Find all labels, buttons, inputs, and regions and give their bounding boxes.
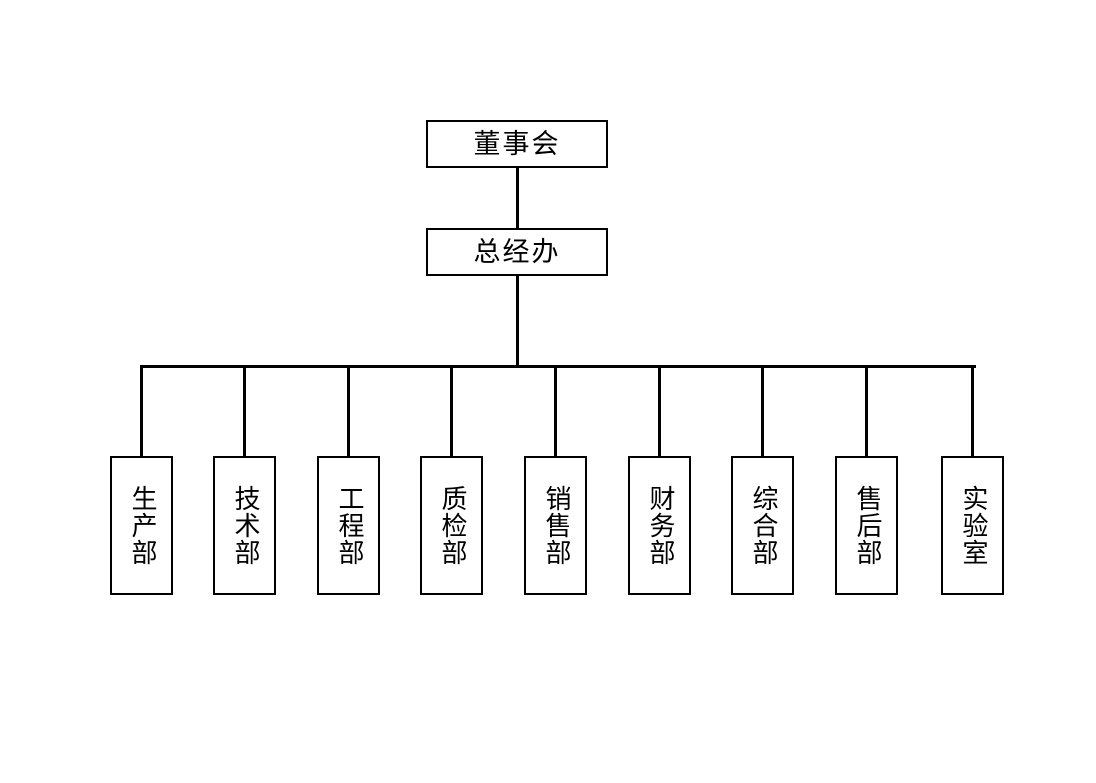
node-department-2-label: 技术部 bbox=[230, 485, 261, 566]
connector-bus-to-department-8 bbox=[865, 365, 868, 457]
node-board-of-directors[interactable]: 董事会 bbox=[426, 120, 608, 168]
node-general-manager-office-label: 总经办 bbox=[473, 236, 561, 268]
node-general-manager-office[interactable]: 总经办 bbox=[426, 228, 608, 276]
node-department-9-label: 实验室 bbox=[958, 485, 989, 566]
node-department-7-label: 综合部 bbox=[748, 485, 779, 566]
connector-bus-to-department-4 bbox=[450, 365, 453, 457]
node-department-1[interactable]: 生产部 bbox=[110, 456, 173, 595]
connector-bus-to-department-5 bbox=[554, 365, 557, 457]
connector-horizontal-bus bbox=[140, 365, 976, 368]
node-department-5-label: 销售部 bbox=[541, 485, 572, 566]
node-board-of-directors-label: 董事会 bbox=[473, 128, 561, 160]
node-department-2[interactable]: 技术部 bbox=[213, 456, 276, 595]
connector-bus-to-department-7 bbox=[761, 365, 764, 457]
connector-bus-to-department-6 bbox=[658, 365, 661, 457]
node-department-1-label: 生产部 bbox=[127, 485, 158, 566]
connector-bus-to-department-2 bbox=[243, 365, 246, 457]
node-department-7[interactable]: 综合部 bbox=[731, 456, 794, 595]
node-department-6-label: 财务部 bbox=[645, 485, 676, 566]
node-department-3[interactable]: 工程部 bbox=[317, 456, 380, 595]
connector-bus-to-department-9 bbox=[971, 365, 974, 457]
node-department-9[interactable]: 实验室 bbox=[941, 456, 1004, 595]
node-department-5[interactable]: 销售部 bbox=[524, 456, 587, 595]
node-department-3-label: 工程部 bbox=[334, 485, 365, 566]
node-department-8-label: 售后部 bbox=[852, 485, 883, 566]
node-department-8[interactable]: 售后部 bbox=[835, 456, 898, 595]
connector-gm-to-bus bbox=[516, 274, 519, 367]
connector-bus-to-department-1 bbox=[140, 365, 143, 457]
node-department-4-label: 质检部 bbox=[437, 485, 468, 566]
node-department-6[interactable]: 财务部 bbox=[628, 456, 691, 595]
connector-bus-to-department-3 bbox=[347, 365, 350, 457]
node-department-4[interactable]: 质检部 bbox=[420, 456, 483, 595]
connector-board-to-gm bbox=[516, 167, 519, 229]
